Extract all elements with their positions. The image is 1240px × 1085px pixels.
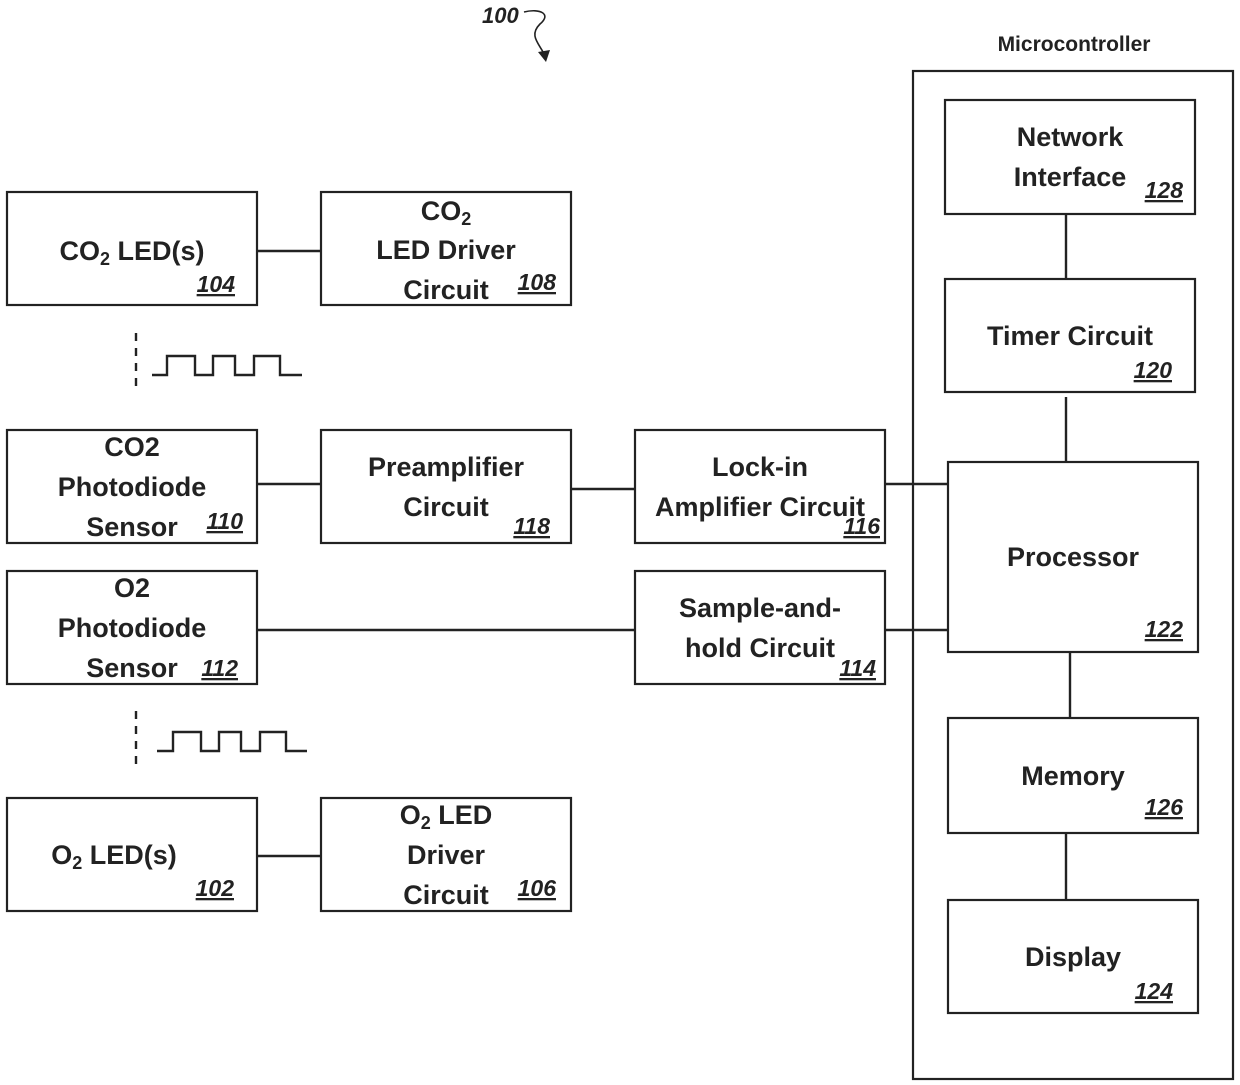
co2-photodiode-block: CO2 Photodiode Sensor 110	[7, 430, 257, 543]
o2-led-driver-block: O2 LED Driver Circuit 106	[321, 798, 571, 911]
preamplifier-ref: 118	[513, 513, 550, 539]
preamplifier-label-line2: Circuit	[403, 492, 489, 522]
display-block: Display 124	[948, 900, 1198, 1013]
display-label: Display	[1025, 942, 1121, 972]
co2-led-driver-block: CO2 LED Driver Circuit 108	[321, 192, 571, 305]
o2-driver-label-line2: Driver	[407, 840, 486, 870]
timer-circuit-block: Timer Circuit 120	[945, 279, 1195, 392]
processor-label: Processor	[1007, 542, 1140, 572]
network-interface-block: Network Interface 128	[945, 100, 1195, 214]
co2-driver-label-line2: LED Driver	[376, 235, 516, 265]
lockin-label-line1: Lock-in	[712, 452, 808, 482]
co2-led-block: CO2 LED(s) 104	[7, 192, 257, 305]
co2-photodiode-label-line2: Photodiode	[58, 472, 206, 502]
o2-pulse-waveform	[136, 711, 307, 770]
o2-photodiode-block: O2 Photodiode Sensor 112	[7, 571, 257, 684]
o2-photodiode-label-line2: Photodiode	[58, 613, 206, 643]
figure-ref-arrowhead	[538, 50, 550, 62]
o2-led-ref: 102	[196, 875, 235, 901]
network-interface-label-line1: Network	[1017, 122, 1125, 152]
memory-block: Memory 126	[948, 718, 1198, 833]
o2-led-block: O2 LED(s) 102	[7, 798, 257, 911]
network-interface-label-line2: Interface	[1014, 162, 1127, 192]
processor-ref: 122	[1145, 616, 1184, 642]
lockin-ref: 116	[843, 513, 880, 539]
o2-driver-ref: 106	[518, 875, 557, 901]
memory-ref: 126	[1145, 794, 1184, 820]
co2-photodiode-label-line3: Sensor	[86, 512, 178, 542]
memory-label: Memory	[1021, 761, 1125, 791]
sample-hold-label-line2: hold Circuit	[685, 633, 835, 663]
display-ref: 124	[1135, 978, 1174, 1004]
o2-pulse-train	[157, 732, 307, 751]
figure-ref-arrow	[524, 11, 545, 56]
o2-photodiode-ref: 112	[201, 655, 238, 681]
o2-driver-label-line3: Circuit	[403, 880, 489, 910]
network-interface-ref: 128	[1145, 177, 1184, 203]
co2-driver-label-line3: Circuit	[403, 275, 489, 305]
o2-photodiode-label-line3: Sensor	[86, 653, 178, 683]
lockin-amplifier-block: Lock-in Amplifier Circuit 116	[635, 430, 885, 543]
co2-driver-ref: 108	[518, 269, 557, 295]
o2-photodiode-label-line1: O2	[114, 573, 150, 603]
microcontroller-label: Microcontroller	[998, 33, 1151, 56]
co2-led-ref: 104	[197, 271, 236, 297]
co2-led-label: CO2 LED(s)	[59, 236, 204, 269]
co2-photodiode-label-line1: CO2	[104, 432, 160, 462]
sample-hold-label-line1: Sample-and-	[679, 593, 841, 623]
sample-hold-ref: 114	[839, 655, 876, 681]
o2-driver-label-line1: O2 LED	[400, 800, 493, 833]
timer-ref: 120	[1134, 357, 1173, 383]
preamplifier-block: Preamplifier Circuit 118	[321, 430, 571, 543]
processor-block: Processor 122	[948, 462, 1198, 652]
co2-pulse-train	[152, 356, 302, 375]
timer-label: Timer Circuit	[987, 321, 1153, 351]
lockin-label-line2: Amplifier Circuit	[655, 492, 865, 522]
sample-hold-block: Sample-and- hold Circuit 114	[635, 571, 885, 684]
co2-pulse-waveform	[136, 333, 302, 392]
co2-photodiode-ref: 110	[206, 508, 243, 534]
preamplifier-label-line1: Preamplifier	[368, 452, 525, 482]
o2-led-label: O2 LED(s)	[51, 840, 177, 873]
figure-ref: 100	[482, 3, 519, 28]
